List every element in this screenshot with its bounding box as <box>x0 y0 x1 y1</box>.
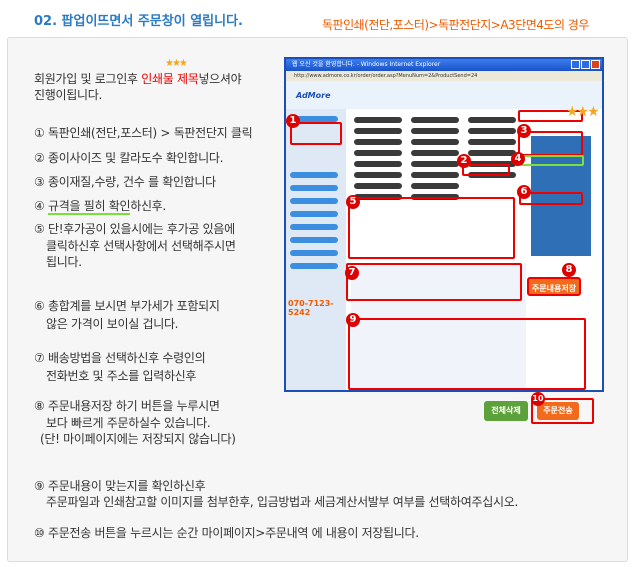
step-6-line: ⑥ 총합계를 보시면 부가세가 포함되지 <box>34 299 220 313</box>
save-order-button[interactable]: 주문내용저장 <box>527 277 581 296</box>
step-4: ④ 규격을 필히 확인하신후. <box>34 198 166 215</box>
phone-number: 070-7123-5242 <box>288 299 334 317</box>
intro-text-end: 넣으셔야 <box>198 72 242 86</box>
step-8-line: 보다 빠르게 주문하실수 있습니다. <box>46 416 211 430</box>
marker-5: 5 <box>346 195 360 209</box>
step-4-num: ④ <box>34 199 48 213</box>
maximize-icon <box>581 60 590 69</box>
step-1: ① 독판인쇄(전단,포스터) > 독판전단지 클릭 <box>34 126 253 140</box>
intro-text: 회원가입 및 로그인후 <box>34 72 142 86</box>
step-5-line: 클릭하신후 선택사항에서 선택해주시면 <box>46 239 236 253</box>
order-window-screenshot: 웹 오신 것을 환영합니다. - Windows Internet Explor… <box>284 57 604 392</box>
highlight-box-title <box>518 110 583 122</box>
step-4-underlined: 규격을 필히 확인 <box>47 199 131 215</box>
marker-2: 2 <box>457 154 471 168</box>
marker-1: 1 <box>286 114 300 128</box>
highlight-box-7 <box>346 263 522 301</box>
window-title: 웹 오신 것을 환영합니다. - Windows Internet Explor… <box>292 61 441 68</box>
step-9-line: 주문파일과 인쇄참고할 이미지를 첨부한후, 입금방법과 세금계산서발부 여부를… <box>46 495 518 509</box>
intro-line-1: 회원가입 및 로그인후 인쇄물 제목넣으셔야 <box>34 71 242 87</box>
highlight-box-2 <box>462 164 510 176</box>
step-10: ⑩ 주문전송 버튼을 누르시는 순간 마이페이지>주문내역 에 내용이 저장됩니… <box>34 526 419 540</box>
marker-9: 9 <box>346 313 360 327</box>
step-5-line: ⑤ 단!후가공이 있을시에는 후가공 있음에 <box>34 222 235 236</box>
marker-3: 3 <box>517 124 531 138</box>
address-bar: http://www.admore.co.kr/order/order.asp?… <box>286 71 602 81</box>
marker-6: 6 <box>517 185 531 199</box>
breadcrumb-path: 독판인쇄(전단,포스터)>독판전단지>A3단면4도의 경우 <box>322 18 589 32</box>
marker-10: 10 <box>531 392 545 406</box>
delete-all-button[interactable]: 전체삭제 <box>484 401 528 421</box>
step-3: ③ 종이재질,수량, 건수 를 확인합니다 <box>34 175 216 189</box>
highlight-box-5 <box>348 197 515 259</box>
marker-4: 4 <box>511 152 525 166</box>
intro-line-2: 진행이됩니다. <box>34 88 102 102</box>
highlight-box-6 <box>519 192 583 205</box>
marker-8: 8 <box>562 263 576 277</box>
site-nav: AdMore <box>286 81 602 109</box>
step-7-line: ⑦ 배송방법을 선택하신후 수령인의 <box>34 351 206 365</box>
minimize-icon <box>571 60 580 69</box>
step-2: ② 종이사이즈 및 칼라도수 확인합니다. <box>34 151 224 165</box>
order-form-area <box>351 263 526 390</box>
highlight-box-10 <box>531 398 594 424</box>
site-sidebar: 070-7123-5242 <box>286 109 346 390</box>
intro-highlight: 인쇄물 제목 <box>141 72 199 86</box>
step-8-line: (단! 마이페이지에는 저장되지 않습니다) <box>40 432 236 446</box>
highlight-box-9 <box>348 318 586 390</box>
stars-icon: ★★★ <box>165 58 188 69</box>
page-title: 02. 팝업이뜨면서 주문창이 열립니다. <box>34 14 243 29</box>
highlight-box-1 <box>290 122 342 145</box>
site-logo: AdMore <box>296 90 331 100</box>
window-controls <box>571 60 600 69</box>
step-9-line: ⑨ 주문내용이 맞는지를 확인하신후 <box>34 479 206 493</box>
submit-order-button[interactable]: 주문전송 <box>537 402 579 420</box>
step-6-line: 않은 가격이 보이실 겁니다. <box>46 317 179 331</box>
step-7-line: 전화번호 및 주소를 입력하신후 <box>46 369 197 383</box>
marker-7: 7 <box>345 266 359 280</box>
window-titlebar: 웹 오신 것을 환영합니다. - Windows Internet Explor… <box>286 59 602 71</box>
step-5-line: 됩니다. <box>46 255 82 269</box>
step-8-line: ⑧ 주문내용저장 하기 버튼을 누루시면 <box>34 399 220 413</box>
close-icon <box>591 60 600 69</box>
stars-icon: ★★★ <box>566 104 600 120</box>
highlight-box-4 <box>520 155 584 166</box>
step-4-end: 하신후. <box>130 199 166 213</box>
